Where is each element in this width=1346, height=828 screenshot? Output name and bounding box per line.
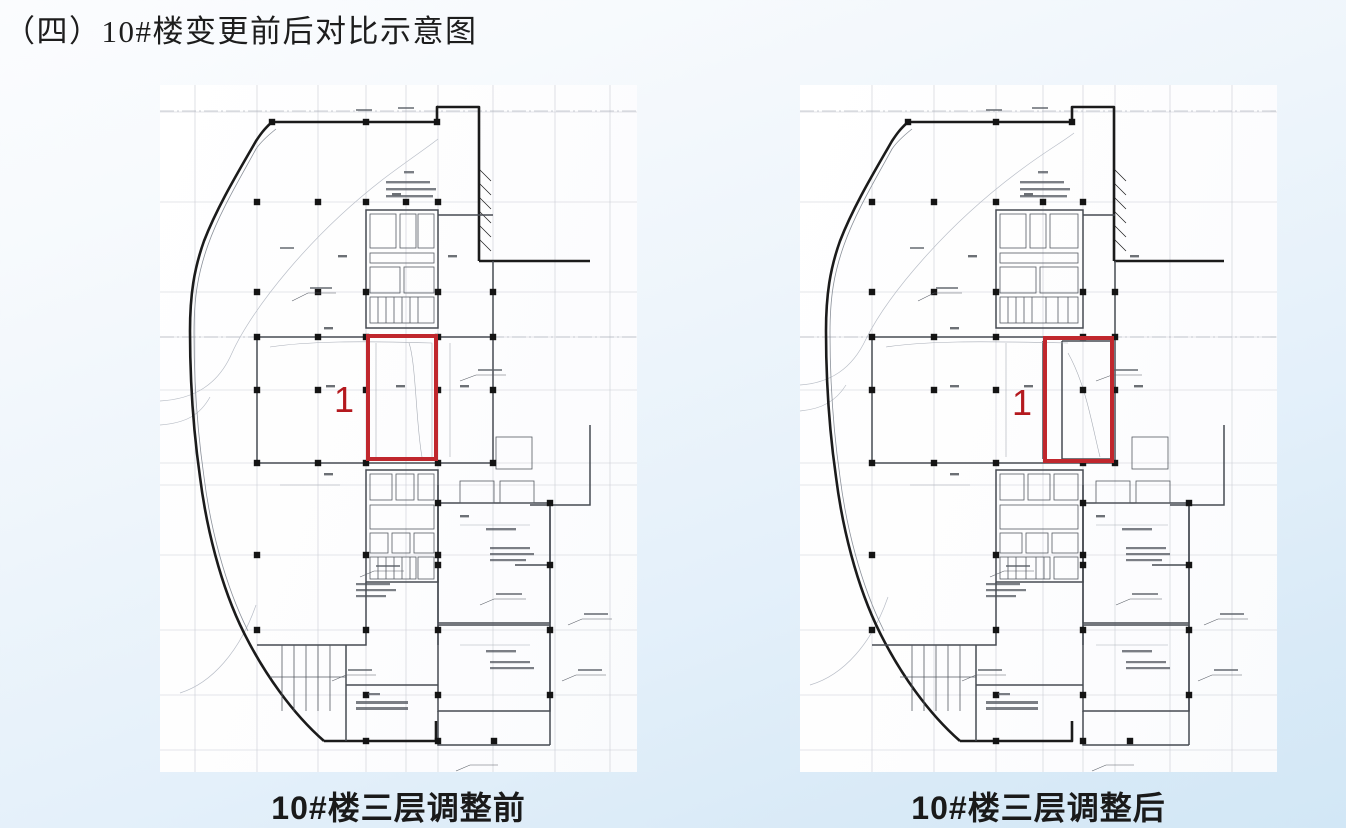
floorplan-image-after[interactable]: 1 (800, 85, 1277, 772)
change-marker-number-after: 1 (1012, 382, 1033, 423)
floorplan-image-before[interactable]: 1 (160, 85, 637, 772)
floorplan-drawing-before (160, 85, 637, 772)
drawing-paper-before (160, 85, 637, 772)
drawing-paper-after (800, 85, 1277, 772)
page-title: （四）10#楼变更前后对比示意图 (4, 14, 478, 49)
caption-before: 10#楼三层调整前 (271, 790, 526, 826)
floorplan-drawing-after (800, 85, 1277, 772)
change-marker-number-before: 1 (334, 379, 355, 420)
caption-after: 10#楼三层调整后 (911, 790, 1166, 826)
